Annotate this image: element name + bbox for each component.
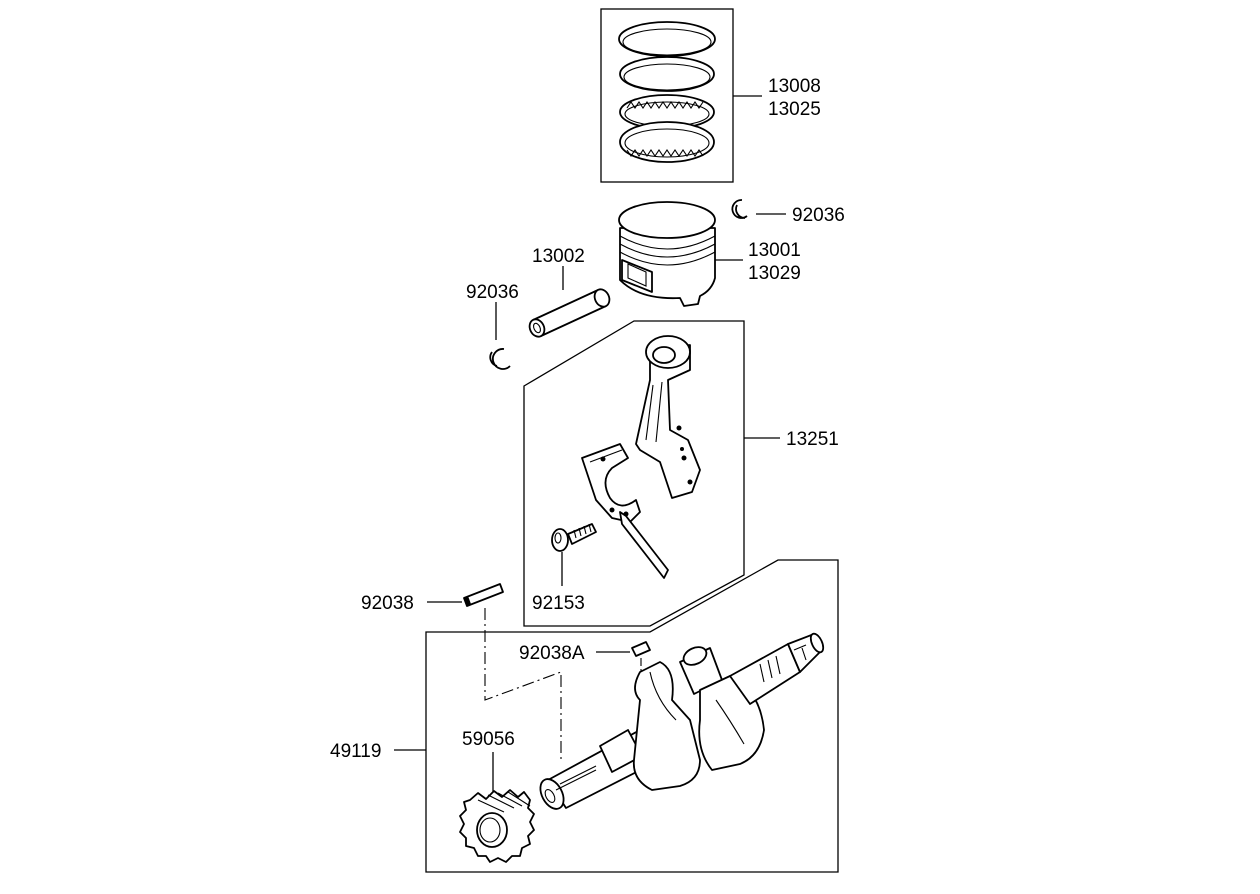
crankshaft-gear: 59056: [459, 729, 535, 863]
label-13251: 13251: [786, 429, 839, 450]
label-13008: 13008: [768, 76, 821, 97]
piston-ring-oil: [619, 94, 715, 163]
key-a: [631, 641, 651, 657]
label-13025: 13025: [768, 99, 821, 120]
label-13029: 13029: [748, 263, 801, 284]
piston-ring-second: [619, 56, 715, 92]
crankshaft-group: 49119 92038A: [330, 559, 839, 873]
label-13001: 13001: [748, 240, 801, 261]
connecting-rod-group: 13251: [523, 320, 839, 627]
label-92038a: 92038A: [519, 643, 585, 664]
label-13002: 13002: [532, 246, 585, 267]
piston: 13001 13029: [618, 201, 801, 307]
label-49119: 49119: [330, 741, 381, 762]
piston-pin: 13002: [528, 246, 611, 338]
circlip-right: 92036: [731, 199, 845, 226]
rod-bolt: 92153: [532, 523, 597, 614]
label-92038: 92038: [361, 593, 414, 614]
crankshaft: [539, 632, 825, 810]
label-92153: 92153: [532, 593, 585, 614]
label-92036-left: 92036: [466, 282, 519, 303]
circlip-left: 92036: [466, 282, 519, 370]
piston-ring-top: [618, 21, 716, 57]
crankshaft-box: [425, 559, 839, 873]
connecting-rod-box: [523, 320, 745, 627]
key: 92038: [361, 583, 562, 762]
label-92036-right: 92036: [792, 205, 845, 226]
piston-rings-group: 13008 13025: [600, 8, 821, 183]
label-59056: 59056: [462, 729, 515, 750]
